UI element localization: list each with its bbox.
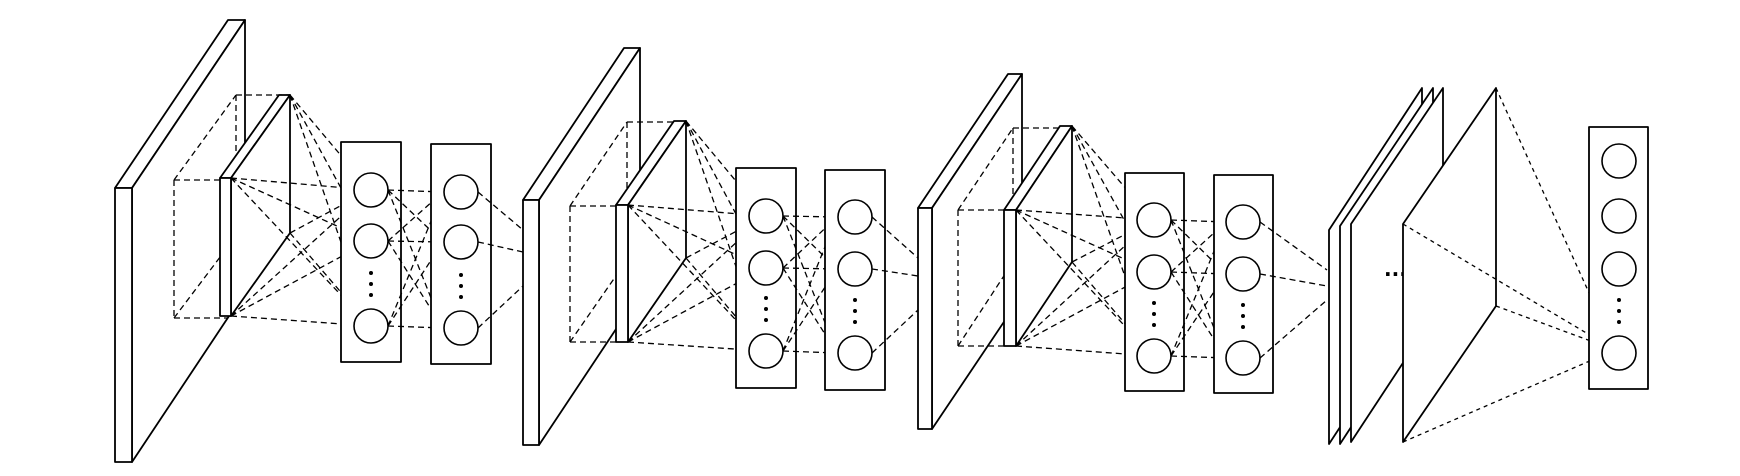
neuron — [353, 308, 389, 344]
neuron-column-b — [824, 169, 886, 391]
feature-slab — [522, 47, 641, 446]
stage-3 — [917, 73, 1328, 430]
feature-map-ellipsis: ... — [1384, 257, 1407, 281]
neuron — [1225, 340, 1261, 376]
neuron — [748, 250, 784, 286]
stage-2 — [522, 47, 919, 446]
input-slab — [114, 19, 246, 463]
neuron — [837, 199, 873, 235]
neuron — [353, 223, 389, 259]
neuron — [443, 310, 479, 346]
output-neuron — [1601, 143, 1637, 179]
neuron-column-a — [340, 141, 402, 363]
stage-1-to-2-connections — [477, 191, 524, 329]
neuron-column-b — [430, 143, 492, 365]
feature-slab — [917, 73, 1023, 430]
output-neuron — [1601, 251, 1637, 287]
neuron — [837, 335, 873, 371]
neuron — [837, 251, 873, 287]
neuron — [353, 172, 389, 208]
output-neuron — [1601, 335, 1637, 371]
output-neuron — [1601, 198, 1637, 234]
neuron — [748, 198, 784, 234]
output-column — [1588, 126, 1649, 390]
neuron-column-a — [1124, 172, 1185, 392]
neuron — [1225, 256, 1261, 292]
neuron — [748, 333, 784, 369]
neuron — [1136, 202, 1172, 238]
kernel-slab — [615, 120, 687, 343]
neuron — [1136, 338, 1172, 374]
neuron-column-a — [735, 167, 797, 389]
neuron — [443, 224, 479, 260]
neuron — [1136, 254, 1172, 290]
stage-3-to-maps-connections — [1259, 221, 1328, 359]
neuron — [443, 174, 479, 210]
neuron — [1225, 204, 1261, 240]
stage-1 — [114, 19, 524, 463]
stage-2-to-3-connections — [871, 216, 919, 354]
neuron-column-b — [1213, 174, 1274, 394]
